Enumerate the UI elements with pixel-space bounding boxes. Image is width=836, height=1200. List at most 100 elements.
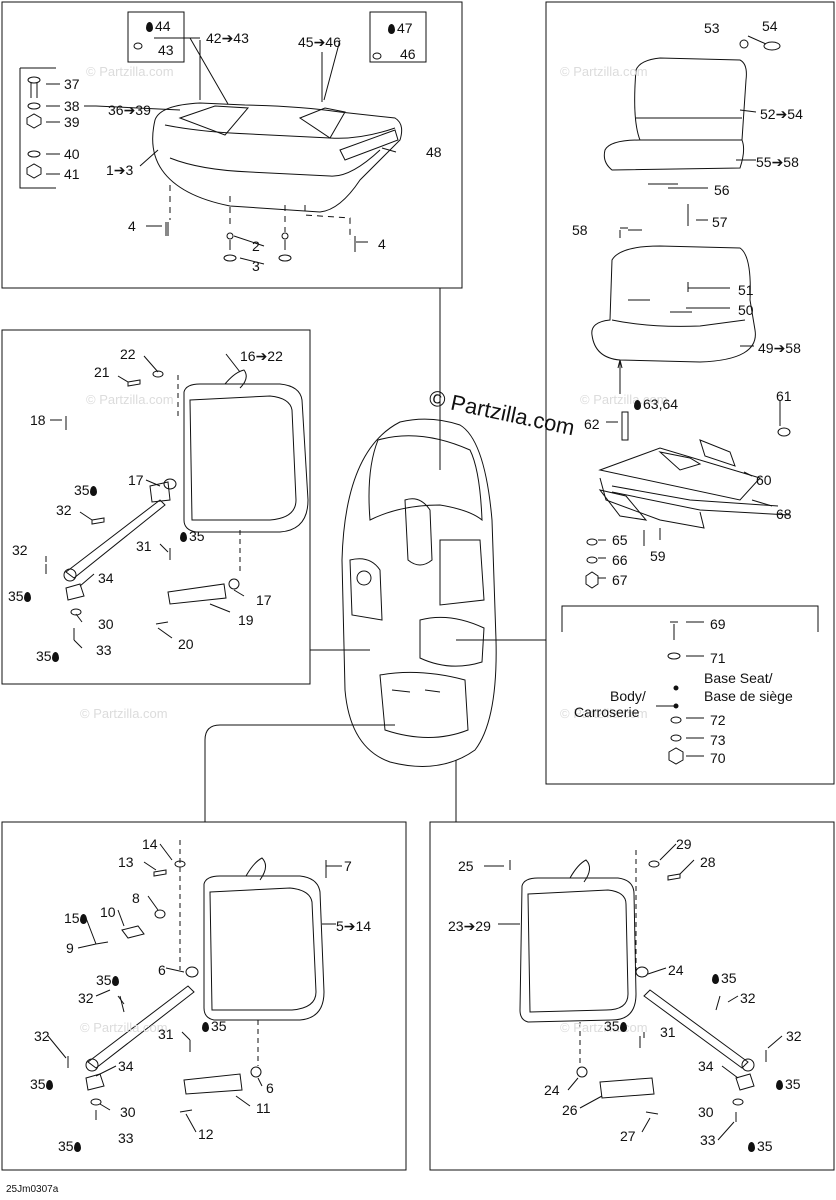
callout-49-58: 49➔58 (758, 340, 801, 356)
callout-35: 35 (202, 1018, 227, 1034)
callout-32: 32 (34, 1028, 50, 1044)
drop-icon (23, 592, 31, 602)
callout-30: 30 (120, 1104, 136, 1120)
callout-34: 34 (118, 1058, 134, 1074)
callout-10: 10 (100, 904, 116, 920)
callout-31: 31 (660, 1024, 676, 1040)
callout-42-43: 42➔43 (206, 30, 249, 46)
callout-13: 13 (118, 854, 134, 870)
callout-20: 20 (178, 636, 194, 652)
callout-35: 35 (8, 588, 33, 604)
inset-box-47-46 (369, 11, 427, 63)
stack-69-73 (656, 621, 684, 765)
callout-68: 68 (776, 506, 792, 522)
callout-63-64: 63,64 (634, 396, 678, 412)
callout-15: 15 (64, 910, 89, 926)
callout-35: 35 (74, 482, 99, 498)
callout-39: 39 (64, 114, 80, 130)
callout-25: 25 (458, 858, 474, 874)
panel-frame-bottom-right (429, 821, 835, 1171)
callout-23-29: 23➔29 (448, 918, 491, 934)
callout-35: 35 (36, 648, 61, 664)
backrest-5-14 (67, 840, 327, 1120)
base-siege-label: Base de siège (704, 688, 793, 704)
bench-fasteners (169, 185, 351, 240)
callout-33: 33 (96, 642, 112, 658)
watermark: © Partzilla.com (560, 706, 648, 721)
callout-8: 8 (132, 890, 140, 906)
bracket-69-73 (561, 605, 819, 632)
callout-73: 73 (710, 732, 726, 748)
drop-icon (202, 1022, 209, 1032)
callout-4: 4 (128, 218, 136, 234)
callout-45-46: 45➔46 (298, 34, 341, 50)
callout-6: 6 (266, 1080, 274, 1096)
drop-icon (388, 24, 395, 34)
panel-frame-bottom-left (1, 821, 407, 1171)
callout-24: 24 (668, 962, 684, 978)
callout-34: 34 (698, 1058, 714, 1074)
callout-44: 44 (146, 18, 171, 34)
callout-2: 2 (252, 238, 260, 254)
callout-36-39: 36➔39 (108, 102, 151, 118)
callout-71: 71 (710, 650, 726, 666)
callout-1-3: 1➔3 (106, 162, 134, 178)
callout-62: 62 (584, 416, 600, 432)
backrest-16-22 (45, 369, 309, 640)
callout-37: 37 (64, 76, 80, 92)
callout-32: 32 (786, 1028, 802, 1044)
callout-17: 17 (256, 592, 272, 608)
callout-53: 53 (704, 20, 720, 36)
panel-frame-top-left (1, 1, 463, 289)
callout-31: 31 (136, 538, 152, 554)
callout-27: 27 (620, 1128, 636, 1144)
callout-41: 41 (64, 166, 80, 182)
callout-33: 33 (118, 1130, 134, 1146)
watermark: © Partzilla.com (86, 392, 174, 407)
callout-22: 22 (120, 346, 136, 362)
driver-seat (591, 39, 781, 363)
callout-72: 72 (710, 712, 726, 728)
seat-base-rails (585, 359, 791, 589)
callout-32: 32 (12, 542, 28, 558)
callout-18: 18 (30, 412, 46, 428)
callout-33: 33 (700, 1132, 716, 1148)
callout-35: 35 (96, 972, 121, 988)
drop-icon (146, 22, 153, 32)
callout-40: 40 (64, 146, 80, 162)
callout-58: 58 (572, 222, 588, 238)
watermark: © Partzilla.com (86, 64, 174, 79)
inset-box-44-43 (127, 11, 185, 63)
callout-34: 34 (98, 570, 114, 586)
callout-32: 32 (56, 502, 72, 518)
callout-35: 35 (604, 1018, 629, 1034)
callout-70: 70 (710, 750, 726, 766)
callout-29: 29 (676, 836, 692, 852)
callout-35: 35 (180, 528, 205, 544)
callout-19: 19 (238, 612, 254, 628)
callout-31: 31 (158, 1026, 174, 1042)
callout-14: 14 (142, 836, 158, 852)
drop-icon (776, 1080, 783, 1090)
callout-55-58: 55➔58 (756, 154, 799, 170)
panel-frame-top-right (545, 1, 835, 785)
watermark: © Partzilla.com (80, 1020, 168, 1035)
callout-4: 4 (378, 236, 386, 252)
callout-38: 38 (64, 98, 80, 114)
callout-66: 66 (612, 552, 628, 568)
callout-57: 57 (712, 214, 728, 230)
callout-30: 30 (98, 616, 114, 632)
callout-43: 43 (158, 42, 174, 58)
connector-lines (204, 288, 546, 822)
callout-61: 61 (776, 388, 792, 404)
bolt-stack-37-41 (19, 67, 56, 189)
callout-28: 28 (700, 854, 716, 870)
callout-35: 35 (30, 1076, 55, 1092)
callout-30: 30 (698, 1104, 714, 1120)
drop-icon (634, 400, 641, 410)
callout-51: 51 (738, 282, 754, 298)
watermark: © Partzilla.com (80, 706, 168, 721)
drop-icon (45, 1080, 53, 1090)
drop-icon (73, 1142, 81, 1152)
small-parts-bench (133, 40, 382, 262)
